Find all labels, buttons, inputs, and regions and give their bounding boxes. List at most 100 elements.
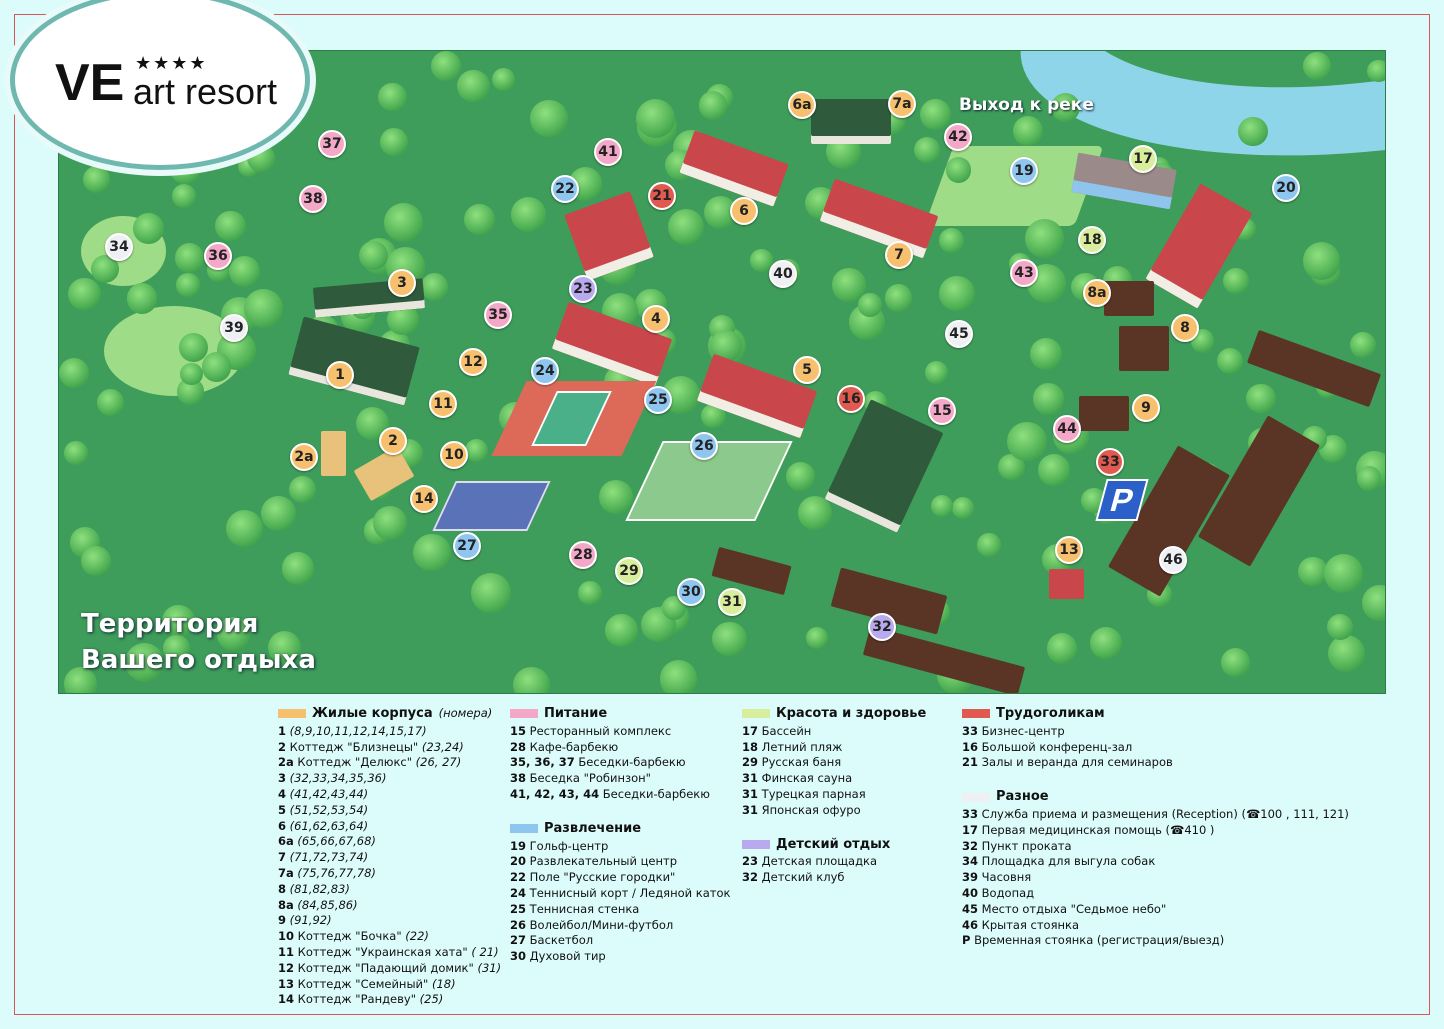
tree-icon (659, 660, 698, 693)
map-marker-6а[interactable]: 6а (788, 91, 816, 119)
map-marker-14[interactable]: 14 (410, 485, 438, 513)
legend-item: 6а (65,66,67,68) (278, 834, 501, 850)
map-marker-19[interactable]: 19 (1010, 157, 1038, 185)
map-marker-12[interactable]: 12 (459, 348, 487, 376)
tree-icon (267, 630, 301, 664)
tree-icon (750, 249, 773, 272)
map-marker-13[interactable]: 13 (1055, 536, 1083, 564)
legend-item: 16 Большой конференц-зал (962, 740, 1349, 756)
map-marker-16[interactable]: 16 (837, 385, 865, 413)
tree-icon (229, 255, 261, 288)
legend-item-text: Беседка "Робинзон" (529, 771, 651, 786)
map-marker-35[interactable]: 35 (484, 301, 512, 329)
legend-item-rooms: (51,52,53,54) (289, 802, 369, 817)
map-marker-3[interactable]: 3 (388, 269, 416, 297)
map-marker-43[interactable]: 43 (1010, 259, 1038, 287)
map-marker-17[interactable]: 17 (1129, 145, 1157, 173)
tree-icon (380, 127, 409, 156)
map-marker-8а[interactable]: 8а (1083, 279, 1111, 307)
map-marker-20[interactable]: 20 (1272, 174, 1300, 202)
legend-subtitle: (номера) (438, 706, 493, 720)
tree-icon (1220, 648, 1250, 678)
map-marker-31[interactable]: 31 (718, 588, 746, 616)
legend-item-text: Часовня (981, 870, 1032, 885)
map-marker-7[interactable]: 7 (885, 241, 913, 269)
legend-item: 33 Служба приема и размещения (Reception… (962, 807, 1349, 823)
map-marker-36[interactable]: 36 (204, 242, 232, 270)
legend-item: 2 Коттедж "Близнецы" (23,24) (278, 740, 501, 756)
map-marker-45[interactable]: 45 (945, 320, 973, 348)
map-marker-41[interactable]: 41 (594, 138, 622, 166)
map-marker-4[interactable]: 4 (642, 305, 670, 333)
map-marker-9[interactable]: 9 (1132, 394, 1160, 422)
legend-item: 26 Волейбол/Мини-футбол (510, 918, 730, 934)
map-marker-10[interactable]: 10 (440, 441, 468, 469)
map-marker-24[interactable]: 24 (531, 357, 559, 385)
map-marker-27[interactable]: 27 (453, 532, 481, 560)
legend-item-rooms: (25) (419, 992, 444, 1007)
map-marker-8[interactable]: 8 (1171, 314, 1199, 342)
tree-icon (920, 99, 952, 131)
legend-item-text: Теннисный корт / Ледяной каток (529, 885, 731, 900)
legend-item-number: 31 (742, 771, 759, 786)
tree-icon (216, 617, 251, 652)
map-marker-37[interactable]: 37 (318, 130, 346, 158)
legend-item-rooms: ( 21) (471, 944, 499, 959)
legend-item: 14 Коттедж "Рандеву" (25) (278, 992, 501, 1008)
legend-heading-food: Питание (510, 706, 730, 722)
legend-item-text: Ресторанный комплекс (529, 723, 672, 738)
map-marker-42[interactable]: 42 (944, 123, 972, 151)
tree-icon (1038, 454, 1071, 487)
legend-item-number: P (962, 933, 971, 948)
map-marker-7а[interactable]: 7а (888, 90, 916, 118)
legend-item-text: Коттедж "Бочка" (297, 929, 402, 944)
tree-icon (1356, 466, 1382, 491)
map-marker-34[interactable]: 34 (105, 233, 133, 261)
map-marker-40[interactable]: 40 (769, 260, 797, 288)
legend-item: 32 Пункт проката (962, 839, 1349, 855)
map-marker-1[interactable]: 1 (326, 361, 354, 389)
tree-icon (161, 604, 195, 638)
legend-item-number: 1 (278, 723, 287, 738)
tree-icon (1367, 59, 1385, 83)
map-marker-30[interactable]: 30 (677, 578, 705, 606)
tree-icon (529, 99, 568, 138)
map-marker-28[interactable]: 28 (569, 541, 597, 569)
map-marker-22[interactable]: 22 (551, 175, 579, 203)
legend-item-text: Волейбол/Мини-футбол (529, 917, 674, 932)
map-marker-38[interactable]: 38 (299, 185, 327, 213)
legend-item-number: 12 (278, 960, 295, 975)
legend-item: 4 (41,42,43,44) (278, 787, 501, 803)
legend-item-text: Гольф-центр (529, 838, 609, 853)
legend-item: 5 (51,52,53,54) (278, 803, 501, 819)
map-marker-33[interactable]: 33 (1096, 448, 1124, 476)
map-marker-25[interactable]: 25 (644, 386, 672, 414)
legend-item-number: 29 (742, 755, 759, 770)
building-15 (824, 399, 944, 533)
tree-icon (1362, 585, 1385, 621)
map-marker-32[interactable]: 32 (868, 613, 896, 641)
map-marker-44[interactable]: 44 (1053, 415, 1081, 443)
map-marker-29[interactable]: 29 (615, 557, 643, 585)
map-marker-39[interactable]: 39 (220, 314, 248, 342)
map-marker-5[interactable]: 5 (793, 356, 821, 384)
legend-item-number: 45 (962, 901, 979, 916)
map-marker-18[interactable]: 18 (1078, 226, 1106, 254)
map-marker-15[interactable]: 15 (928, 397, 956, 425)
map-marker-11[interactable]: 11 (429, 390, 457, 418)
map-marker-6[interactable]: 6 (730, 197, 758, 225)
legend-swatch (742, 839, 770, 849)
map-marker-2а[interactable]: 2а (290, 443, 318, 471)
tree-icon (712, 622, 747, 657)
map-marker-46[interactable]: 46 (1159, 546, 1187, 574)
map-marker-21[interactable]: 21 (648, 182, 676, 210)
map-marker-2[interactable]: 2 (379, 427, 407, 455)
tree-icon (1046, 633, 1077, 664)
tree-icon (420, 273, 449, 301)
map-marker-26[interactable]: 26 (690, 432, 718, 460)
map-marker-23[interactable]: 23 (569, 275, 597, 303)
tree-icon (884, 284, 913, 312)
